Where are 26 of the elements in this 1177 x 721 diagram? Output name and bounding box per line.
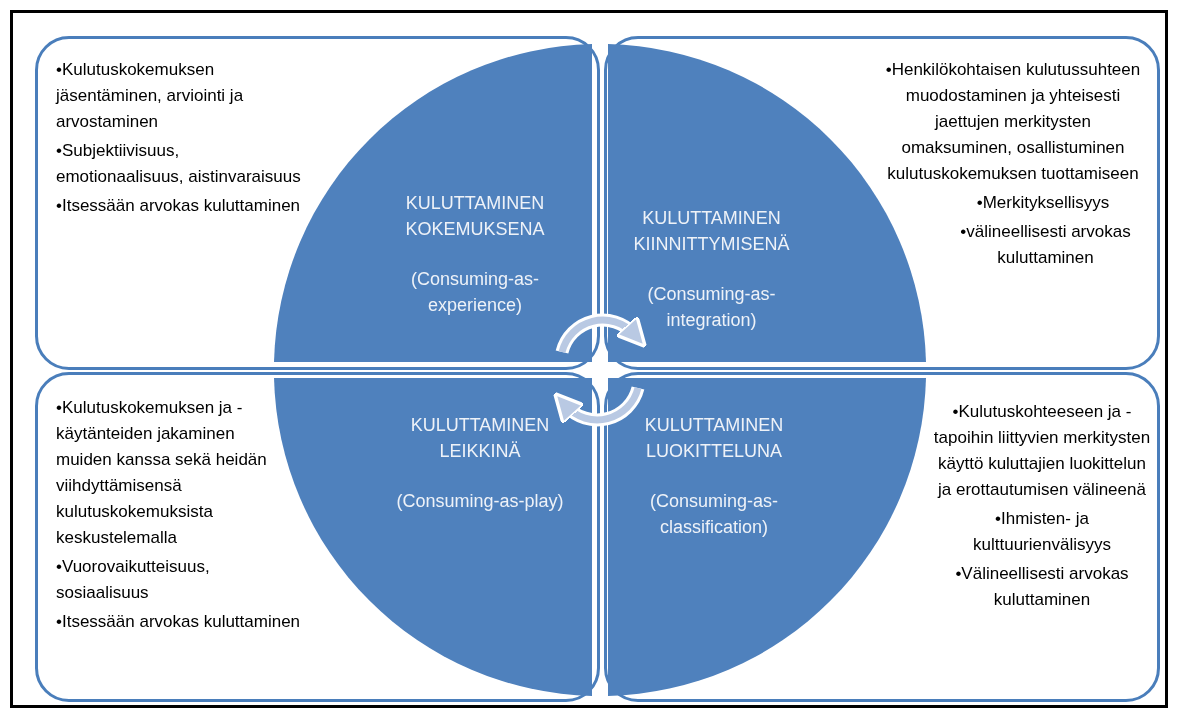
- bullet-text: •välineellisesti arvokas kuluttaminen: [959, 221, 1132, 269]
- rounded-text-box: [604, 36, 1160, 370]
- rounded-text-box: [35, 36, 600, 370]
- quarter-heading: KULUTTAMINEN LEIKKINÄ: [409, 414, 551, 463]
- quarter-heading: KULUTTAMINEN KIINNITTYMISENÄ: [632, 207, 791, 256]
- quarter-subtitle: (Consuming-as-classification): [648, 490, 779, 539]
- bullet-text: •Merkityksellisyys: [975, 192, 1111, 214]
- bullet-text: •Henkilökohtaisen kulutussuhteen muodostaminen ja yhteisesti jaettujen merkitysten omaksuminen, osallistuminen kulutuskokemuksen tuottamiseen: [884, 59, 1142, 185]
- bullet-text: •Kulutuskokemuksen jäsentäminen, arviointi ja arvostaminen: [56, 59, 245, 133]
- bullet-text: •Subjektiivisuus, emotionaalisuus, aistinvaraisuus: [56, 140, 302, 188]
- bullet-text: •Välineellisesti arvokas kuluttaminen: [954, 563, 1130, 611]
- bullet-text: •Kulutuskokemuksen ja -käytänteiden jakaminen muiden kanssa sekä heidän viihdyttämisensä kulutuskokemuksista keskustelemalla: [56, 397, 268, 549]
- quarter-subtitle: (Consuming-as-experience): [409, 268, 540, 317]
- bullet-text: •Itsessään arvokas kuluttaminen: [56, 195, 302, 217]
- bullet-text: •Itsessään arvokas kuluttaminen: [56, 611, 302, 633]
- rounded-text-box: [604, 372, 1160, 702]
- cycle-arrow: [558, 314, 648, 354]
- quarter-heading: KULUTTAMINEN LUOKITTELUNA: [643, 414, 785, 463]
- rounded-text-box: [35, 372, 600, 702]
- cycle-arrow: [552, 386, 642, 426]
- bullet-text: •Ihmisten- ja kulttuurienvälisyys: [972, 508, 1112, 556]
- bullet-text: •Vuorovaikutteisuus, sosiaalisuus: [56, 556, 211, 604]
- bullet-text: •Kulutuskohteeseen ja -tapoihin liittyvien merkitysten käyttö kuluttajien luokittelun ja erottautumisen välineenä: [933, 401, 1151, 501]
- quarter-heading: KULUTTAMINEN KOKEMUKSENA: [404, 192, 546, 241]
- quarter-subtitle: (Consuming-as-play): [396, 490, 564, 513]
- quarter-subtitle: (Consuming-as-integration): [646, 283, 777, 332]
